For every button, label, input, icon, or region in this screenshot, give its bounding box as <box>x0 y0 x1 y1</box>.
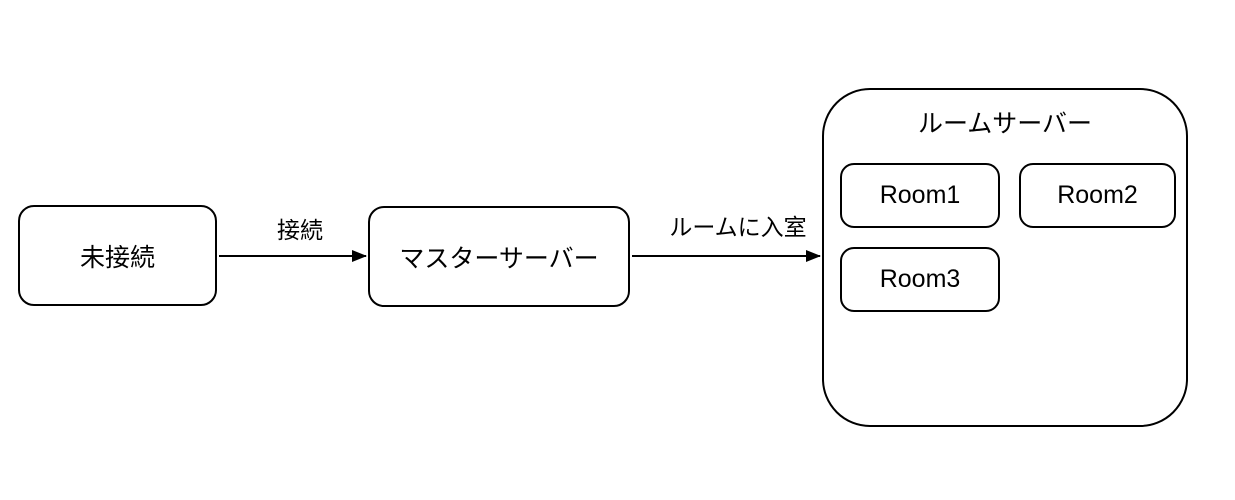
node-room2[interactable]: Room2 <box>1019 163 1176 228</box>
node-unconnected[interactable]: 未接続 <box>18 205 217 306</box>
node-master-server[interactable]: マスターサーバー <box>368 206 630 307</box>
edge-connect-label: 接続 <box>277 217 323 245</box>
edge-enter-room-label: ルームに入室 <box>669 214 807 242</box>
node-room3[interactable]: Room3 <box>840 247 1000 312</box>
node-room1-label: Room1 <box>879 181 961 209</box>
node-room2-label: Room2 <box>1057 181 1138 209</box>
node-room-server[interactable]: ルームサーバー Room1 Room2 Room3 <box>822 88 1188 427</box>
node-room-server-title: ルームサーバー <box>917 110 1092 138</box>
node-master-server-label: マスターサーバー <box>399 244 599 273</box>
node-room1[interactable]: Room1 <box>840 163 1000 228</box>
node-room3-label: Room3 <box>879 265 961 293</box>
node-unconnected-label: 未接続 <box>79 243 155 272</box>
